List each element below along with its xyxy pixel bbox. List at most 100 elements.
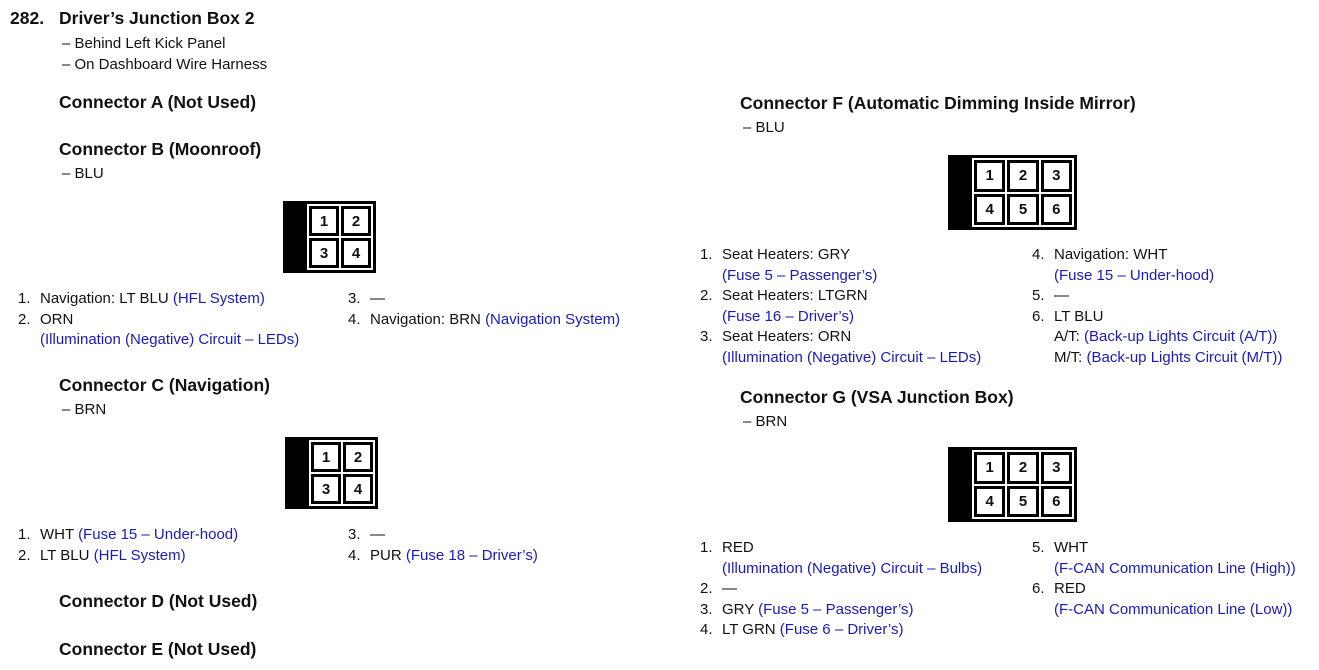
pin-cavity-3: 3 xyxy=(1040,160,1072,192)
pin-cavity-1: 1 xyxy=(974,160,1006,192)
pin-number: 2. xyxy=(18,310,31,328)
pin-description: LT GRN (Fuse 6 – Driver’s) xyxy=(722,620,903,641)
pin-item: 3.Seat Heaters: ORN(Illumination (Negati… xyxy=(700,327,981,368)
circuit-link[interactable]: (Navigation System) xyxy=(485,310,621,328)
wire-color-label: – BRN xyxy=(743,413,788,430)
pin-item: 4.LT GRN (Fuse 6 – Driver’s) xyxy=(700,620,982,641)
wire-label: LT BLU xyxy=(40,546,94,564)
pin-description: LT BLU (HFL System) xyxy=(40,546,186,567)
section-connector-g: Connector G (VSA Junction Box) – BRN xyxy=(740,387,1014,432)
pin-cavity-5: 5 xyxy=(1007,485,1039,517)
pin-description: GRY (Fuse 5 – Passenger’s) xyxy=(722,600,914,621)
circuit-link[interactable]: (Fuse 15 – Under-hood) xyxy=(1054,266,1215,284)
pin-item: 3.GRY (Fuse 5 – Passenger’s) xyxy=(700,600,982,621)
pin-item: 3. — xyxy=(348,525,538,546)
wire-label: — xyxy=(370,526,385,543)
connector-g-pin-list-left: 1.RED(Illumination (Negative) Circuit – … xyxy=(700,538,982,641)
pin-cavity-4: 4 xyxy=(343,474,373,504)
wire-label: Seat Heaters: LTGRN xyxy=(722,287,868,304)
circuit-link[interactable]: (Fuse 5 – Passenger’s) xyxy=(722,266,878,284)
circuit-link[interactable]: (Fuse 6 – Driver’s) xyxy=(779,621,904,638)
connector-b-pin-list-left: 1. Navigation: LT BLU (HFL System) 2. ORN (I… xyxy=(18,289,299,351)
pin-cavity-6: 6 xyxy=(1040,193,1072,225)
pin-number: 2. xyxy=(18,546,31,564)
pin-number: 4. xyxy=(348,310,361,328)
pin-item: 2. ORN (Illumination (Negative) Circuit – … xyxy=(18,310,299,351)
page-title: Driver’s Junction Box 2 xyxy=(59,8,255,28)
pin-cavity-2: 2 xyxy=(1007,160,1039,192)
circuit-link[interactable]: (F-CAN Communication Line (High)) xyxy=(1054,559,1296,577)
circuit-link[interactable]: (Fuse 5 – Passenger’s) xyxy=(758,600,914,618)
pin-number: 6. xyxy=(1032,307,1045,325)
connector-heading: Connector G (VSA Junction Box) xyxy=(740,387,1014,407)
pin-item: 2.Seat Heaters: LTGRN(Fuse 16 – Driver’s… xyxy=(700,286,981,327)
connector-heading: Connector A (Not Used) xyxy=(59,92,257,112)
page-header: 282. Driver’s Junction Box 2 – Behind Le… xyxy=(10,7,267,75)
wire-label: — xyxy=(722,580,737,597)
pin-number: 1. xyxy=(700,246,713,263)
wire-label: A/T: xyxy=(1054,328,1085,345)
connector-heading: Connector F (Automatic Dimming Inside Mi… xyxy=(740,93,1136,113)
wire-label: ORN xyxy=(40,310,74,328)
wire-label: Seat Heaters: GRY xyxy=(722,246,851,263)
connector-heading: Connector D (Not Used) xyxy=(59,591,258,611)
pin-number: 1. xyxy=(18,290,31,307)
pin-item: 4.Navigation: WHT(Fuse 15 – Under-hood) xyxy=(1032,245,1282,286)
pin-cavity-3: 3 xyxy=(309,238,339,268)
circuit-link[interactable]: (Back-up Lights Circuit (M/T)) xyxy=(1086,348,1283,366)
circuit-link[interactable]: (Fuse 18 – Driver’s) xyxy=(405,546,538,564)
pin-item: 1.WHT (Fuse 15 – Under-hood) xyxy=(18,525,238,546)
location-line: – Behind Left Kick Panel xyxy=(62,35,226,52)
pin-description: — xyxy=(370,289,385,310)
keying-tab xyxy=(288,440,309,506)
pin-description: WHT(F-CAN Communication Line (High)) xyxy=(1054,538,1296,579)
pin-number: 3. xyxy=(348,526,361,543)
pin-item: 1. Navigation: LT BLU (HFL System) xyxy=(18,289,299,310)
pin-description: — xyxy=(1054,286,1069,307)
circuit-link[interactable]: (F-CAN Communication Line (Low)) xyxy=(1054,600,1293,618)
pin-description: ORN (Illumination (Negative) Circuit – LE… xyxy=(40,310,299,351)
pin-cavity-2: 2 xyxy=(1007,452,1039,484)
connector-f-pin-list-left: 1. Seat Heaters: GRY (Fuse 5 – Passenger’s… xyxy=(700,245,981,368)
section-connector-d: Connector D (Not Used) xyxy=(59,591,257,612)
pin-cavity-2: 2 xyxy=(341,206,371,236)
pin-item: 1.RED(Illumination (Negative) Circuit – … xyxy=(700,538,982,579)
pin-description: RED (Illumination (Negative) Circuit – Bu… xyxy=(722,538,982,579)
wire-label: LT GRN xyxy=(722,621,780,638)
item-number: 282. xyxy=(10,8,45,28)
pin-cavity-1: 1 xyxy=(311,442,341,472)
pin-cavity-2: 2 xyxy=(343,442,373,472)
wire-label: RED xyxy=(1054,580,1086,597)
circuit-link[interactable]: (Illumination (Negative) Circuit – LEDs) xyxy=(722,348,982,366)
pin-cavity-1: 1 xyxy=(309,206,339,236)
keying-tab xyxy=(286,204,307,270)
circuit-link[interactable]: (HFL System) xyxy=(93,546,186,564)
circuit-link[interactable]: (Back-up Lights Circuit (A/T)) xyxy=(1084,328,1278,345)
wire-label: PUR xyxy=(370,546,406,564)
wire-label: M/T: xyxy=(1054,348,1087,366)
pin-cavity-6: 6 xyxy=(1040,485,1072,517)
pin-description: Navigation: WHT(Fuse 15 – Under-hood) xyxy=(1054,245,1214,286)
circuit-link[interactable]: (Fuse 15 – Under-hood) xyxy=(78,526,239,543)
connector-heading: Connector C (Navigation) xyxy=(59,375,270,395)
circuit-link[interactable]: (Illumination (Negative) Circuit – LEDs) xyxy=(40,331,300,348)
pin-description: Seat Heaters: LTGRN (Fuse 16 – Driver’s) xyxy=(722,286,868,327)
wire-label: — xyxy=(1054,287,1069,304)
circuit-link[interactable]: (Illumination (Negative) Circuit – Bulbs… xyxy=(722,559,983,577)
pin-item: 4. Navigation: BRN (Navigation System) xyxy=(348,310,620,331)
circuit-link[interactable]: (HFL System) xyxy=(172,290,265,307)
pin-item: 5.— xyxy=(1032,286,1282,307)
circuit-link[interactable]: (Fuse 16 – Driver’s) xyxy=(722,307,854,325)
connector-c-pin-list-right: 3.—4.PUR (Fuse 18 – Driver’s) xyxy=(348,525,538,566)
pin-cavity-3: 3 xyxy=(1040,452,1072,484)
pin-description: Navigation: LT BLU (HFL System) xyxy=(40,289,265,310)
wire-label: — xyxy=(370,290,385,307)
pin-description: WHT (Fuse 15 – Under-hood) xyxy=(40,525,238,546)
wire-label: RED xyxy=(722,539,754,556)
pin-item: 6.RED(F-CAN Communication Line (Low)) xyxy=(1032,579,1296,620)
wire-label: Navigation: BRN xyxy=(370,310,486,328)
